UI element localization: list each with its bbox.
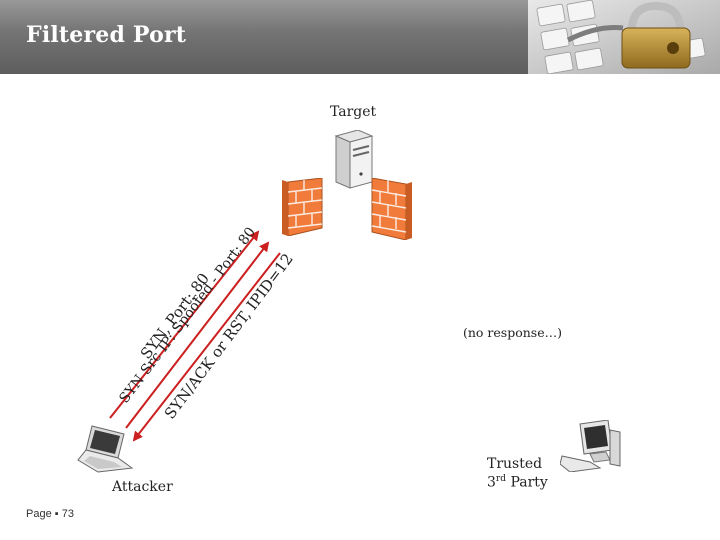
spoofed-syn-arrow [109,230,260,419]
slide-title: Filtered Port [26,22,187,48]
trusted-label-line1: Trusted [487,456,543,472]
firewall-left-icon [282,178,323,236]
padlock-keyboard-image [528,0,720,74]
synack-arrow [132,252,281,442]
firewall-right-icon [371,178,412,240]
page-number: Page ▪ 73 [26,508,74,520]
server-icon [334,130,374,189]
trusted-ordinal-number: 3 [487,474,496,491]
trusted-label-line2: 3rd Party [487,474,548,491]
target-label: Target [330,104,377,120]
page-label: Page [26,508,55,520]
laptop-icon [77,425,134,473]
workstation-icon [560,420,621,472]
slide-header: Filtered Port [0,0,720,74]
trusted-ordinal-suffix: rd [495,474,506,484]
syn-arrow [125,241,270,429]
page-value: 73 [61,508,74,520]
no-response-label: (no response…) [463,325,562,340]
page-bullet: ▪ [54,508,62,520]
trusted-party-word: Party [506,474,548,491]
attacker-label: Attacker [112,479,173,495]
